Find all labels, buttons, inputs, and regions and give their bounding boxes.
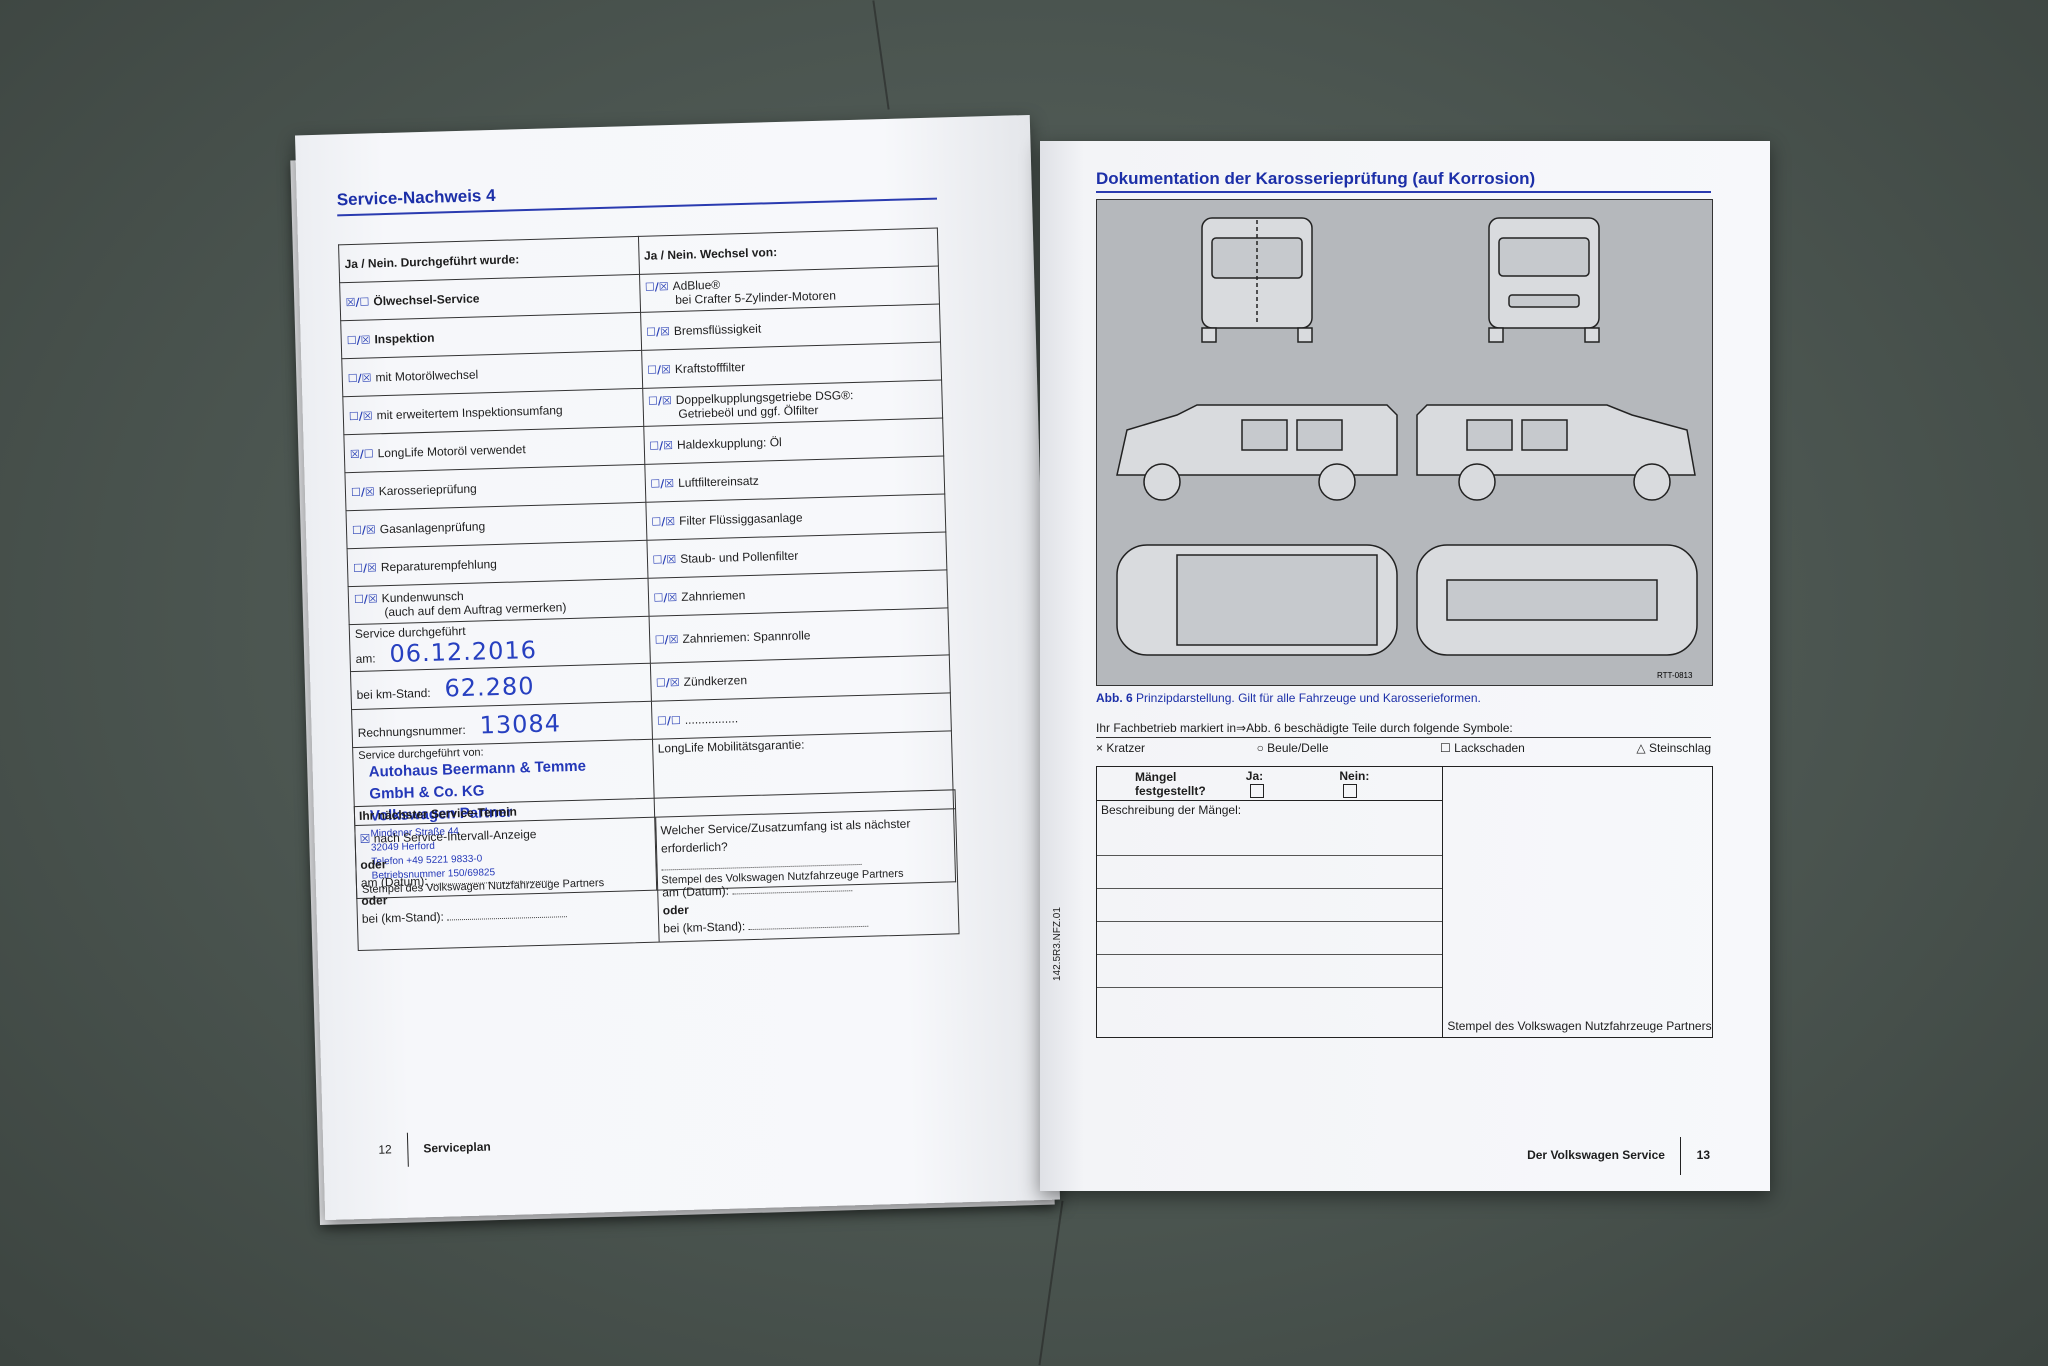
service-booklet: Service-Nachweis 4 Ja / Nein. Durchgefüh… xyxy=(290,105,1775,1226)
checkbox-icon[interactable]: ☐/☒ xyxy=(649,438,674,453)
checkbox-icon[interactable]: ☐/☒ xyxy=(645,324,671,339)
defects-label: Mängel festgestellt? xyxy=(1135,769,1206,798)
next-service-box: Ihr nächster Service-Termin ☒ nach Servi… xyxy=(353,789,960,952)
checkbox-icon[interactable]: ☐/☒ xyxy=(350,484,375,499)
defects-question-row: Mängel festgestellt? Ja: Nein: xyxy=(1097,767,1442,801)
checkbox-icon[interactable]: ☐/☒ xyxy=(646,362,672,377)
checkbox-icon[interactable]: ☐/☒ xyxy=(347,370,372,385)
symbols-legend: × Kratzer ○ Beule/Delle ☐ Lackschaden △ Ste… xyxy=(1096,737,1711,755)
am-datum-label: am (Datum): xyxy=(360,874,428,890)
am-datum-label: am (Datum): xyxy=(662,883,730,900)
service-item-label: Zündkerzen xyxy=(683,672,748,689)
service-cell: Service durchgeführt am:06.12.2016 xyxy=(349,616,650,672)
checkbox-icon[interactable]: ☐/☒ xyxy=(651,514,676,529)
page-title: Service-Nachweis 4 xyxy=(336,185,496,210)
figure-caption: Abb. 6 Prinzipdarstellung. Gilt für alle… xyxy=(1096,691,1481,705)
left-page: Service-Nachweis 4 Ja / Nein. Durchgefüh… xyxy=(294,114,1061,1221)
service-item-label: Zahnriemen: Spannrolle xyxy=(682,628,811,646)
checkbox-icon[interactable]: ☐/☒ xyxy=(653,590,678,605)
service-item-label: Haldexkupplung: Öl xyxy=(676,434,782,452)
service-item-label: mit Motorölwechsel xyxy=(375,366,479,384)
checkbox-icon[interactable]: ☐/☒ xyxy=(655,675,680,690)
right-page: Dokumentation der Karosserieprüfung (auf… xyxy=(1040,141,1770,1191)
description-lines[interactable] xyxy=(1097,823,1442,1021)
service-item-label: Reparaturempfehlung xyxy=(380,556,498,574)
checkbox-icon[interactable]: ☐/☒ xyxy=(647,393,672,408)
service-item-label: Luftfiltereinsatz xyxy=(677,473,759,490)
next-interval-label: nach Service-Intervall-Anzeige xyxy=(373,827,537,846)
symbol-item: ○ Beule/Delle xyxy=(1256,741,1329,755)
ja-label: Ja: xyxy=(1245,769,1264,784)
checkbox-icon[interactable]: ☐/☒ xyxy=(353,591,378,606)
table-crack xyxy=(872,0,890,110)
document-code: 142.5R3.NFZ.01 xyxy=(1052,907,1063,981)
left-footer: 12 Serviceplan xyxy=(378,1130,491,1167)
service-item-label: Gasanlagenprüfung xyxy=(379,518,486,536)
date-field[interactable] xyxy=(732,880,853,895)
caption-text: Prinzipdarstellung. Gilt für alle Fahrze… xyxy=(1136,691,1481,705)
nein-checkbox[interactable] xyxy=(1343,783,1358,798)
checkbox-icon[interactable]: ☐/☒ xyxy=(644,279,669,294)
service-item-label: Filter Flüssiggasanlage xyxy=(678,509,803,528)
table-crack xyxy=(1038,1200,1064,1366)
service-item-label: Zahnriemen xyxy=(681,587,746,604)
service-item-label: ................ xyxy=(684,710,739,727)
service-cell: ☐/☒Zahnriemen: Spannrolle xyxy=(648,607,950,664)
checkbox-icon[interactable]: ☐/☒ xyxy=(650,476,675,491)
field-label: bei km-Stand: xyxy=(356,685,431,702)
nein-label: Nein: xyxy=(1339,769,1370,784)
service-item-label: AdBlue® xyxy=(672,277,721,293)
checkbox-icon[interactable]: ☐/☒ xyxy=(352,560,378,575)
symbol-item: ☐ Lackschaden xyxy=(1440,741,1525,755)
service-item-label: Karosserieprüfung xyxy=(378,481,477,498)
field-label: Rechnungsnummer: xyxy=(357,722,466,740)
handwritten-value[interactable]: 62.280 xyxy=(444,671,535,703)
right-footer: Der Volkswagen Service 13 xyxy=(1527,1137,1710,1175)
ja-checkbox[interactable] xyxy=(1249,783,1264,798)
figure-code: RTT-0813 xyxy=(1657,671,1693,680)
vehicle-diagram[interactable]: RTT-0813 xyxy=(1096,199,1713,686)
footer-section: Serviceplan xyxy=(423,1139,491,1156)
km-field[interactable] xyxy=(447,906,568,921)
handwritten-value[interactable]: 13084 xyxy=(479,708,562,740)
service-item-sublabel: Getriebeöl und ggf. Ölfilter xyxy=(678,402,819,421)
footer-section: Der Volkswagen Service xyxy=(1527,1148,1665,1163)
service-item-label: mit erweitertem Inspektionsumfang xyxy=(376,402,563,422)
bei-km-label: bei (km-Stand): xyxy=(361,909,445,926)
check-mark-icon[interactable]: ☒ xyxy=(359,831,371,846)
checkbox-icon[interactable]: ☐/☒ xyxy=(346,332,371,347)
service-item-label: Ölwechsel-Service xyxy=(373,290,480,308)
defects-form: Mängel festgestellt? Ja: Nein: Beschreib… xyxy=(1096,766,1713,1038)
checkbox-icon[interactable]: ☒/☐ xyxy=(349,446,374,461)
checkbox-icon[interactable]: ☐/☒ xyxy=(348,408,373,423)
page-number: 12 xyxy=(378,1142,392,1157)
km-field[interactable] xyxy=(748,915,869,931)
service-item-label: Kraftstofffilter xyxy=(674,359,746,376)
symbols-intro: Ihr Fachbetrieb markiert in⇒Abb. 6 besch… xyxy=(1096,721,1513,735)
caption-label: Abb. 6 xyxy=(1096,691,1133,705)
service-item-label: Staub- und Pollenfilter xyxy=(680,548,799,566)
checkbox-icon[interactable]: ☐/☐ xyxy=(656,713,681,728)
next-service-field[interactable] xyxy=(661,853,862,871)
service-item-label: Inspektion xyxy=(374,330,435,346)
service-item-label: Bremsflüssigkeit xyxy=(673,321,762,338)
page-number: 13 xyxy=(1696,1148,1710,1163)
date-field[interactable] xyxy=(430,870,551,885)
bei-km-label: bei (km-Stand): xyxy=(663,919,746,936)
handwritten-value[interactable]: 06.12.2016 xyxy=(389,635,538,669)
symbol-item: △ Steinschlag xyxy=(1636,741,1711,755)
stamp-caption: Stempel des Volkswagen Nutzfahrzeuge Par… xyxy=(1447,1019,1712,1033)
service-item-label: LongLife Motoröl verwendet xyxy=(377,441,526,460)
symbol-item: × Kratzer xyxy=(1096,741,1146,755)
checkbox-icon[interactable]: ☒/☐ xyxy=(345,294,370,309)
van-outline-views: RTT-0813 xyxy=(1116,217,1698,680)
checkbox-icon[interactable]: ☐/☒ xyxy=(351,522,376,537)
description-label: Beschreibung der Mängel: xyxy=(1101,803,1242,817)
checkbox-icon[interactable]: ☐/☒ xyxy=(654,632,679,647)
checkbox-icon[interactable]: ☐/☒ xyxy=(652,552,677,567)
title-rule xyxy=(1096,191,1711,193)
page-title: Dokumentation der Karosserieprüfung (auf… xyxy=(1096,169,1536,188)
